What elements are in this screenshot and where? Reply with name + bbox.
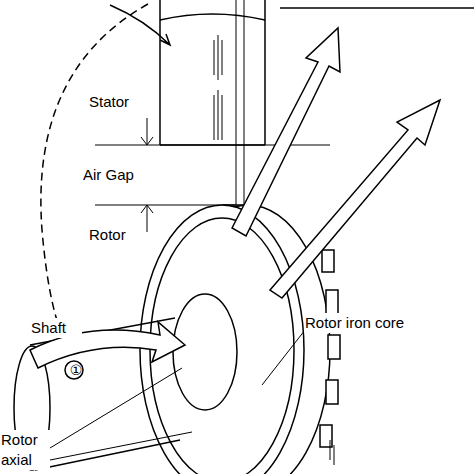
part-label: Shaft (30, 318, 82, 338)
rotor-teeth (320, 250, 340, 447)
callout-number: ① (66, 360, 86, 380)
part-label: Rotor (88, 225, 140, 245)
stator-outline (160, 0, 265, 145)
flow-arrow (110, 5, 170, 45)
stator-top-line (280, 7, 474, 9)
part-label: Air Gap (82, 165, 154, 185)
leader-line (262, 330, 305, 385)
part-label: Rotor axial (0, 430, 50, 470)
leader-line (50, 368, 192, 460)
part-label: Stator (88, 92, 150, 112)
outflow-arrow (270, 100, 440, 298)
rotor-hatch (330, 440, 334, 465)
outflow-arrow (232, 28, 340, 236)
stator-edge (160, 14, 265, 20)
dimension-arrow (141, 118, 153, 145)
stator-hatch (214, 35, 222, 140)
part-label: Rotor iron core (304, 313, 474, 333)
dimension-arrow (141, 205, 153, 232)
shaft-hole (173, 294, 237, 410)
flow-channel-lines (236, 0, 244, 215)
